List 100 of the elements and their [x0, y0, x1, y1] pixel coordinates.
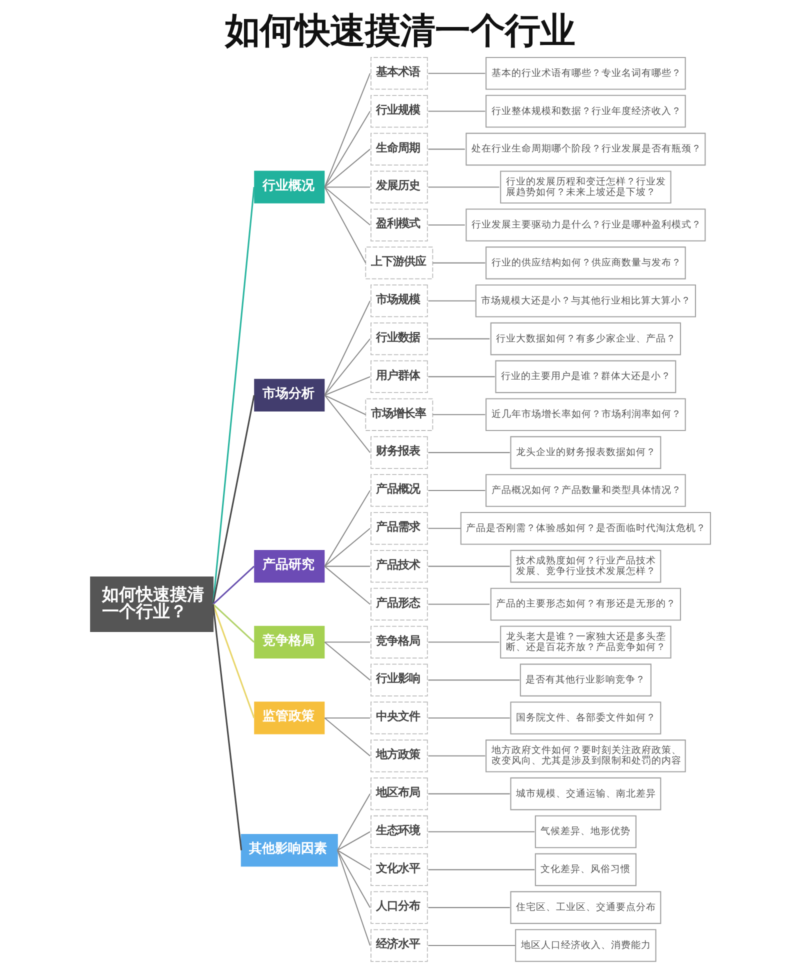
- connector: [324, 73, 370, 188]
- node-box: 气候差异、地形优势: [534, 815, 636, 848]
- connector: [428, 224, 464, 226]
- connector: [324, 566, 370, 567]
- node-box: 地方政策: [370, 740, 428, 772]
- node-box: 市场增长率: [364, 398, 433, 431]
- connector: [324, 338, 370, 396]
- connector: [428, 110, 485, 112]
- node-box: 行业的主要用户是谁？群体大还是小？: [494, 360, 676, 394]
- node-box: 市场分析: [254, 378, 324, 412]
- node-box: 市场规模大还是小？与其他行业相比算大算小？: [474, 284, 696, 318]
- connector: [432, 414, 485, 416]
- connector: [428, 528, 460, 529]
- connector: [324, 642, 370, 643]
- connector: [324, 111, 370, 188]
- node-box: 如何快速摸清一个行业？: [90, 576, 214, 632]
- node-box: 行业的供应结构如何？供应商数量与发布？: [485, 246, 686, 280]
- connector: [324, 394, 370, 453]
- node-box: 地方政府文件如何？要时刻关注政府政策、改变风向、尤其是涉及到限制和处罚的内容: [485, 740, 686, 772]
- connector: [324, 490, 370, 567]
- connector: [428, 907, 510, 908]
- connector: [428, 793, 510, 794]
- node-box: 国务院文件、各部委文件如何？: [510, 702, 661, 734]
- connector: [324, 566, 370, 605]
- node-box: 竞争格局: [370, 626, 428, 658]
- connector: [336, 794, 370, 851]
- node-box: 财务报表: [370, 436, 428, 469]
- connector: [428, 869, 534, 870]
- connector: [428, 338, 490, 340]
- connector: [324, 376, 370, 396]
- node-box: 人口分布: [370, 891, 428, 924]
- node-box: 用户群体: [370, 360, 428, 394]
- connector: [212, 604, 254, 643]
- node-box: 监管政策: [254, 702, 324, 734]
- node-box: 文化差异、风俗习惯: [534, 853, 636, 886]
- connector: [336, 831, 370, 851]
- node-box: 龙头企业的财务报表数据如何？: [510, 436, 661, 469]
- node-box: 产品研究: [254, 550, 324, 583]
- node-box: 产品概况如何？产品数量和类型具体情况？: [485, 474, 686, 507]
- node-box: 是否有其他行业影响竞争？: [519, 664, 651, 696]
- node-box: 处在行业生命周期哪个阶段？行业发展是否有瓶颈？: [465, 132, 706, 166]
- node-box: 盈利模式: [370, 208, 428, 242]
- node-box: 产品需求: [370, 512, 428, 545]
- node-box: 龙头老大是谁？一家独大还是多头垄断、还是百花齐放？产品竞争如何？: [500, 626, 671, 659]
- node-box: 其他影响因素: [240, 834, 338, 867]
- connector: [428, 490, 485, 491]
- connector: [212, 395, 254, 604]
- node-box: 近几年市场增长率如何？市场利润率如何？: [485, 398, 686, 432]
- connector: [428, 755, 485, 756]
- connector: [428, 680, 520, 681]
- diagram-title: 如何快速摸清一个行业: [224, 10, 575, 52]
- connector: [324, 642, 370, 680]
- node-box: 产品是否刚需？体验感如何？是否面临时代淘汰危机？: [460, 512, 710, 545]
- node-box: 住宅区、工业区、交通要点分布: [510, 891, 661, 924]
- connector: [432, 262, 485, 264]
- node-box: 行业发展主要驱动力是什么？行业是哪种盈利模式？: [465, 208, 706, 242]
- connector: [212, 566, 254, 605]
- node-box: 行业的发展历程和变迁怎样？行业发展趋势如何？未来上坡还是下坡？: [500, 170, 671, 204]
- connector: [324, 186, 370, 188]
- connector: [428, 72, 485, 74]
- node-box: 行业规模: [370, 94, 428, 128]
- node-box: 产品的主要形态如何？有形还是无形的？: [490, 588, 681, 621]
- node-box: 基本的行业术语有哪些？专业名词有哪些？: [485, 56, 686, 90]
- connector: [428, 452, 510, 454]
- connector: [428, 642, 499, 643]
- connector: [428, 186, 499, 188]
- connector: [336, 850, 370, 870]
- node-box: 技术成熟度如何？行业产品技术发展、竞争行业技术发展怎样？: [510, 550, 661, 583]
- connector: [428, 717, 510, 719]
- node-box: 行业大数据如何？有多少家企业、产品？: [490, 322, 681, 356]
- node-box: 产品形态: [370, 588, 428, 621]
- connector: [324, 148, 370, 188]
- node-box: 市场规模: [370, 284, 428, 318]
- connector: [336, 850, 370, 908]
- connector: [324, 717, 370, 719]
- connector: [324, 186, 370, 226]
- node-box: 基本术语: [370, 57, 428, 90]
- connector: [428, 944, 515, 946]
- node-box: 生命周期: [370, 132, 428, 166]
- connector: [428, 831, 534, 832]
- connector: [324, 186, 366, 264]
- node-box: 生态环境: [370, 815, 428, 848]
- node-box: 行业数据: [370, 322, 428, 356]
- node-box: 竞争格局: [254, 626, 324, 658]
- node-box: 经济水平: [370, 929, 428, 962]
- node-box: 产品技术: [370, 550, 428, 583]
- node-box: 上下游供应: [364, 246, 433, 280]
- node-box: 地区布局: [370, 778, 428, 810]
- node-box: 行业概况: [254, 170, 324, 204]
- node-box: 行业影响: [370, 664, 428, 696]
- connector: [324, 528, 370, 567]
- connector: [428, 566, 510, 567]
- connector: [428, 148, 464, 150]
- node-box: 文化水平: [370, 853, 428, 886]
- connector: [428, 604, 490, 605]
- connector: [428, 300, 475, 302]
- node-box: 产品概况: [370, 474, 428, 507]
- connector: [324, 394, 366, 416]
- node-box: 地区人口经济收入、消费能力: [514, 929, 656, 962]
- node-box: 城市规模、交通运输、南北差异: [510, 777, 661, 810]
